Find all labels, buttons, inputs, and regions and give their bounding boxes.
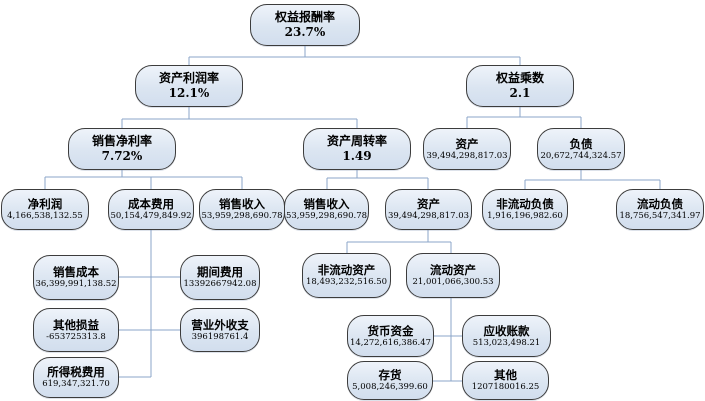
node-sales-revenue-mid-value: 53,959,298,690.78 [285,211,368,221]
connector-roa-children [121,107,358,128]
node-equity-multiplier-value: 2.1 [509,86,531,100]
node-noncurrent-assets-value: 18,493,232,516.50 [305,277,388,287]
node-nonoperating-items: 营业外收支 396198761.4 [180,308,260,352]
node-current-liabilities-title: 流动负债 [637,197,683,211]
node-nonoperating-items-value: 396198761.4 [191,331,249,342]
node-cash: 货币资金 14,272,616,386.47 [347,315,434,357]
node-cost-expense-value: 50,154,479,849.92 [110,211,192,221]
node-noncurrent-liabilities: 非流动负债 1,916,196,982.60 [482,189,568,230]
node-net-profit-title: 净利润 [27,197,63,211]
node-noncurrent-assets-title: 非流动资产 [317,263,376,277]
node-net-profit-margin-title: 销售净利率 [91,134,152,148]
node-other-title: 其他 [494,368,517,382]
node-net-profit: 净利润 4,166,538,132.55 [1,189,89,230]
node-nonoperating-items-title: 营业外收支 [191,317,249,332]
connector-cost-expense-children [119,230,180,378]
node-income-tax-title: 所得税费用 [47,365,105,379]
node-assets-right-title: 资产 [455,136,479,151]
node-sales-revenue-left-value: 53,959,298,690.78 [201,211,283,221]
node-current-assets: 流动资产 21,001,066,300.53 [406,253,500,298]
node-receivables: 应收账款 513,023,498.21 [462,315,551,357]
node-assets-mid-value: 39,494,298,817.03 [387,211,470,221]
connector-net-profit-margin-children [44,170,243,189]
node-roe-title: 权益报酬率 [274,10,335,24]
node-other-gains-title: 其他损益 [53,317,99,332]
node-cash-title: 货币资金 [367,323,414,338]
node-inventory-value: 5,008,246,399.60 [352,382,428,392]
node-current-liabilities: 流动负债 18,756,547,341.97 [616,189,704,230]
connector-assets-children [346,230,452,253]
connector-current-assets-children [433,298,462,382]
node-equity-multiplier-title: 权益乘数 [495,71,544,85]
node-roa: 资产利润率 12.1% [135,65,243,107]
connector-roe-children [188,46,521,65]
node-current-liabilities-value: 18,756,547,341.97 [619,211,701,221]
node-cost-of-sales-value: 36,399,991,138.52 [35,279,117,289]
node-assets-right: 资产 39,494,298,817.03 [423,128,511,170]
node-period-expense-title: 期间费用 [197,265,243,279]
node-income-tax-value: 619,347,321.70 [42,379,110,389]
node-sales-revenue-mid-title: 销售收入 [303,197,350,211]
node-current-assets-value: 21,001,066,300.53 [412,277,494,287]
node-period-expense: 期间费用 13392667942.08 [180,255,260,300]
node-cost-of-sales: 销售成本 36,399,991,138.52 [33,255,119,300]
node-asset-turnover-title: 资产周转率 [326,134,387,148]
node-inventory: 存货 5,008,246,399.60 [347,361,433,400]
node-other-gains: 其他损益 -653725313.8 [33,308,119,352]
connector-equity-multiplier-children [466,107,582,128]
node-net-profit-margin-value: 7.72% [101,149,143,163]
node-period-expense-value: 13392667942.08 [183,279,257,289]
node-roe-value: 23.7% [284,25,326,39]
node-receivables-value: 513,023,498.21 [472,337,541,348]
node-cost-expense-title: 成本费用 [128,197,174,211]
node-assets-mid: 资产 39,494,298,817.03 [385,189,472,230]
node-equity-multiplier: 权益乘数 2.1 [466,65,574,107]
connector-asset-turnover-children [326,170,429,189]
node-liabilities: 负债 20,672,744,324.57 [537,128,625,170]
node-noncurrent-liabilities-title: 非流动负债 [496,197,554,211]
node-receivables-title: 应收账款 [483,323,530,338]
node-cost-of-sales-title: 销售成本 [53,265,99,279]
node-cash-value: 14,272,616,386.47 [349,337,432,348]
node-sales-revenue-left: 销售收入 53,959,298,690.78 [199,189,285,230]
node-roe: 权益报酬率 23.7% [250,4,360,46]
node-asset-turnover: 资产周转率 1.49 [303,128,411,170]
node-liabilities-title: 负债 [569,136,593,151]
node-noncurrent-liabilities-value: 1,916,196,982.60 [487,211,563,221]
connector-liabilities-children [524,170,661,189]
node-noncurrent-assets: 非流动资产 18,493,232,516.50 [302,253,391,298]
node-inventory-title: 存货 [378,368,402,382]
node-liabilities-value: 20,672,744,324.57 [540,150,622,161]
node-assets-mid-title: 资产 [417,197,440,211]
node-roa-value: 12.1% [168,86,210,100]
node-asset-turnover-value: 1.49 [342,149,372,163]
node-roa-title: 资产利润率 [158,71,219,85]
node-other: 其他 1207180016.25 [462,361,549,400]
node-other-gains-value: -653725313.8 [46,331,106,342]
node-net-profit-margin: 销售净利率 7.72% [68,128,176,170]
node-cost-expense: 成本费用 50,154,479,849.92 [108,189,194,230]
node-sales-revenue-mid: 销售收入 53,959,298,690.78 [284,189,369,230]
node-net-profit-value: 4,166,538,132.55 [7,211,83,221]
node-assets-right-value: 39,494,298,817.03 [426,150,508,161]
node-income-tax: 所得税费用 619,347,321.70 [33,357,119,398]
node-other-value: 1207180016.25 [471,382,540,392]
node-sales-revenue-left-title: 销售收入 [219,197,265,211]
node-current-assets-title: 流动资产 [430,263,476,277]
